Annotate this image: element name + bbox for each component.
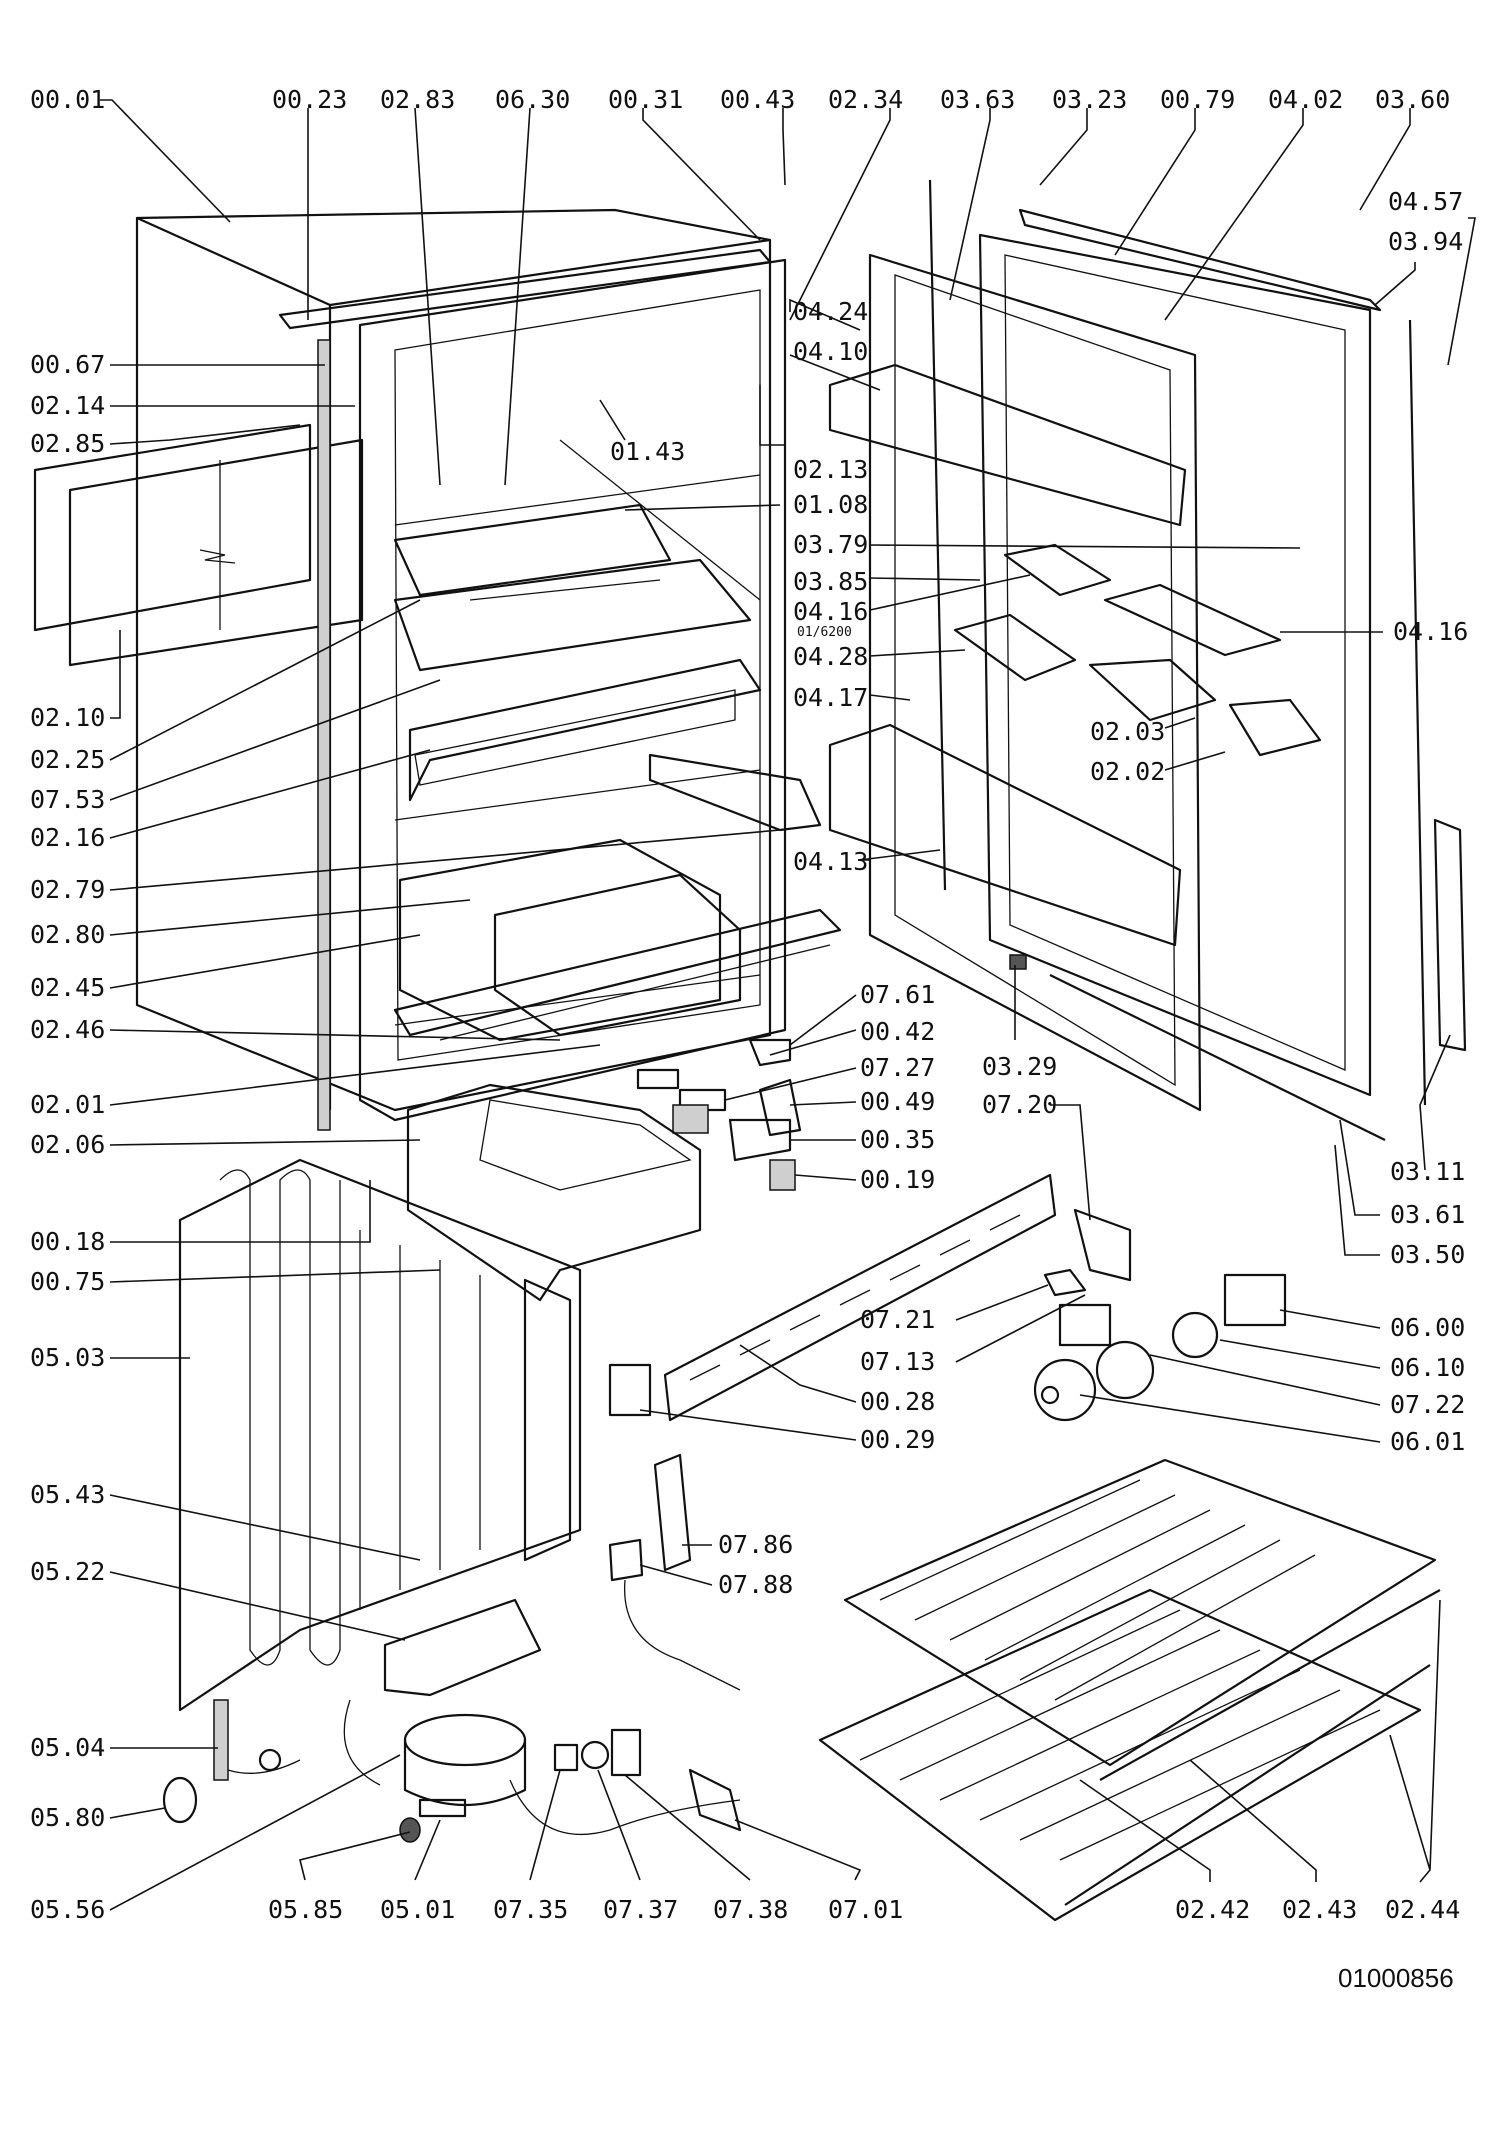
part-label: 02.14 — [30, 391, 105, 420]
compressor-drawing — [343, 1598, 542, 1843]
part-label: 03.94 — [1388, 227, 1463, 256]
part-label: 00.01 — [30, 85, 105, 114]
main-door-drawing — [828, 179, 1467, 1141]
part-label: 05.01 — [380, 1895, 455, 1924]
part-label: 02.46 — [30, 1015, 105, 1044]
part-label: 02.10 — [30, 703, 105, 732]
part-label: 02.45 — [30, 973, 105, 1002]
wire-shelves-drawing — [818, 1458, 1441, 1922]
part-label: 04.10 — [793, 337, 868, 366]
part-label: 04.16 — [793, 597, 868, 626]
line-art — [33, 179, 1467, 1922]
part-label: 00.29 — [860, 1425, 935, 1454]
part-label: 03.79 — [793, 530, 868, 559]
part-label: 00.31 — [608, 85, 683, 114]
part-label: 02.06 — [30, 1130, 105, 1159]
part-label: 05.03 — [30, 1343, 105, 1372]
part-label: 05.80 — [30, 1803, 105, 1832]
drip-tray-drawing — [408, 658, 762, 802]
part-label: 07.20 — [982, 1090, 1057, 1119]
part-label: 05.04 — [30, 1733, 105, 1762]
part-label: 01.43 — [610, 437, 685, 466]
part-label: 02.80 — [30, 920, 105, 949]
part-label: 00.28 — [860, 1387, 935, 1416]
part-label: 04.02 — [1268, 85, 1343, 114]
part-label: 04.28 — [793, 642, 868, 671]
part-label: 00.23 — [272, 85, 347, 114]
part-label: 02.34 — [828, 85, 903, 114]
drain-bucket-drawing — [406, 1083, 702, 1302]
part-label: 00.35 — [860, 1125, 935, 1154]
part-label: 07.21 — [860, 1305, 935, 1334]
part-label: 00.67 — [30, 350, 105, 379]
part-label: 07.22 — [1390, 1390, 1465, 1419]
tube-drawing — [317, 339, 331, 1131]
part-label: 03.11 — [1390, 1157, 1465, 1186]
part-label: 03.60 — [1375, 85, 1450, 114]
part-label: 02.44 — [1385, 1895, 1460, 1924]
leader-lines — [100, 99, 1476, 1911]
part-labels: 00.01 00.23 02.83 06.30 00.31 00.43 02.3… — [30, 85, 1468, 1993]
part-label: 07.35 — [493, 1895, 568, 1924]
part-label: 00.43 — [720, 85, 795, 114]
part-label: 07.53 — [30, 785, 105, 814]
part-label: 07.38 — [713, 1895, 788, 1924]
part-label: 00.79 — [1160, 85, 1235, 114]
part-label: 03.63 — [940, 85, 1015, 114]
power-cord-drawing — [509, 1779, 741, 1836]
part-label: 02.16 — [30, 823, 105, 852]
part-label: 02.79 — [30, 875, 105, 904]
part-label: 07.86 — [718, 1530, 793, 1559]
sub-note: 01/6200 — [797, 625, 852, 640]
part-label: 07.88 — [718, 1570, 793, 1599]
part-label: 05.56 — [30, 1895, 105, 1924]
part-label: 07.01 — [828, 1895, 903, 1924]
cabinet-body-drawing — [135, 208, 787, 1122]
part-label: 07.61 — [860, 980, 935, 1009]
part-label: 01.08 — [793, 490, 868, 519]
part-label: 06.01 — [1390, 1427, 1465, 1456]
thermostat-cover-drawing — [608, 1173, 1057, 1422]
part-label: 04.13 — [793, 847, 868, 876]
part-label: 06.10 — [1390, 1353, 1465, 1382]
part-label: 03.23 — [1052, 85, 1127, 114]
part-label: 04.17 — [793, 683, 868, 712]
part-label: 02.83 — [380, 85, 455, 114]
freezer-door-drawing — [33, 423, 364, 667]
part-label: 04.57 — [1388, 187, 1463, 216]
part-label: 02.42 — [1175, 1895, 1250, 1924]
part-label: 02.85 — [30, 429, 105, 458]
part-label: 04.16 — [1393, 617, 1468, 646]
part-label: 00.18 — [30, 1227, 105, 1256]
document-number: 01000856 — [1338, 1963, 1454, 1993]
part-label: 00.75 — [30, 1267, 105, 1296]
part-label: 02.43 — [1282, 1895, 1357, 1924]
part-label: 03.61 — [1390, 1200, 1465, 1229]
part-label: 04.24 — [793, 297, 868, 326]
condenser-drawing — [178, 1158, 582, 1712]
part-label: 02.03 — [1090, 717, 1165, 746]
crisper-drawer-drawing — [398, 838, 722, 1042]
evaporator-drawing — [393, 558, 752, 672]
part-label: 07.13 — [860, 1347, 935, 1376]
part-label: 07.27 — [860, 1053, 935, 1082]
part-label: 05.43 — [30, 1480, 105, 1509]
part-label: 00.19 — [860, 1165, 935, 1194]
top-bar-drawing — [278, 248, 772, 330]
part-label: 03.29 — [982, 1052, 1057, 1081]
part-label: 02.01 — [30, 1090, 105, 1119]
part-label: 03.50 — [1390, 1240, 1465, 1269]
part-label: 02.25 — [30, 745, 105, 774]
part-label: 03.85 — [793, 567, 868, 596]
part-label: 06.00 — [1390, 1313, 1465, 1342]
part-label: 05.85 — [268, 1895, 343, 1924]
part-label: 02.02 — [1090, 757, 1165, 786]
part-label: 06.30 — [495, 85, 570, 114]
part-label: 05.22 — [30, 1557, 105, 1586]
part-label: 00.42 — [860, 1017, 935, 1046]
part-label: 07.37 — [603, 1895, 678, 1924]
part-label: 00.49 — [860, 1087, 935, 1116]
part-label: 02.13 — [793, 455, 868, 484]
